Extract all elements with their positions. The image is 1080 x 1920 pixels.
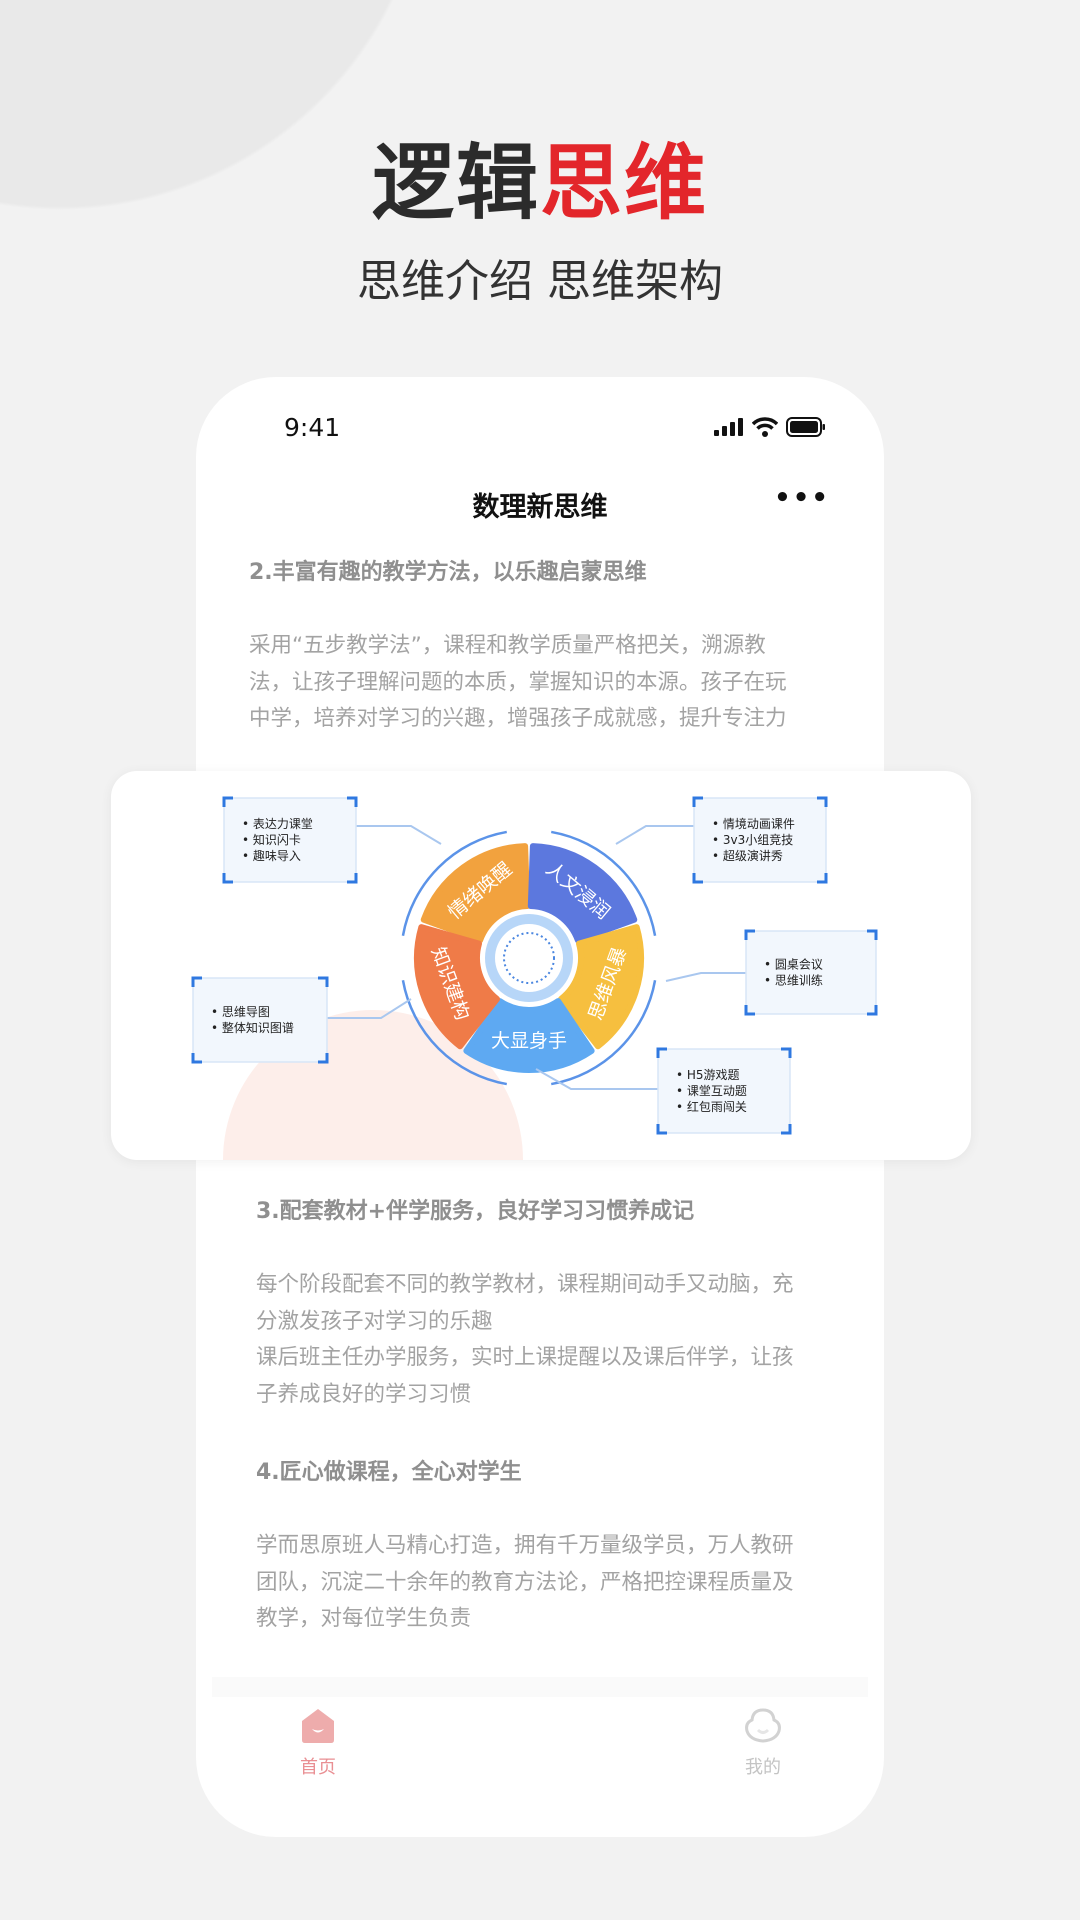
box-item: • 情境动画课件 <box>712 816 795 831</box>
connector-line <box>356 825 442 845</box>
section-heading: 3.配套教材+伴学服务，良好学习习惯养成记 <box>256 1199 695 1224</box>
hero-title-red: 思维 <box>540 136 709 231</box>
box-corner <box>692 796 703 807</box>
diagram-box <box>693 797 827 883</box>
paragraph-line: 团队，沉淀二十余年的教育方法论，严格把控课程质量及 <box>256 1569 794 1595</box>
wifi-icon <box>752 417 778 437</box>
battery-icon <box>786 417 825 437</box>
thinking-framework-diagram: 情绪唤醒人文浸润思维风暴大显身手知识建构• 表达力课堂• 知识闪卡• 趣味导入•… <box>191 796 878 1160</box>
box-corner <box>781 1047 792 1058</box>
diagram-box <box>192 977 328 1063</box>
diagram-card: 情绪唤醒人文浸润思维风暴大显身手知识建构• 表达力课堂• 知识闪卡• 趣味导入•… <box>111 771 971 1160</box>
box-item: • 思维导图 <box>211 1005 270 1019</box>
paragraph-line: 中学，培养对学习的兴趣，增强孩子成就感，提升专注力 <box>249 706 787 731</box>
box-corner <box>781 1124 792 1135</box>
paragraph-line: 子养成良好的学习习惯 <box>256 1381 472 1407</box>
tab-home[interactable]: 首页 <box>278 1707 358 1779</box>
more-button[interactable]: ••• <box>774 483 830 513</box>
box-corner <box>656 1047 667 1058</box>
connector-line <box>615 825 694 845</box>
box-corner <box>191 976 202 987</box>
signal-icon <box>714 418 743 436</box>
outer-arc <box>551 830 657 936</box>
hero-title-dark: 逻辑 <box>371 136 540 231</box>
diagram-box <box>657 1048 791 1134</box>
diagram-segment <box>558 924 644 1050</box>
diagram-segment <box>420 843 531 944</box>
box-corner <box>191 1053 202 1064</box>
tab-home-label: 首页 <box>300 1757 336 1778</box>
tab-mine[interactable]: 我的 <box>723 1707 803 1779</box>
outer-arc <box>401 830 507 936</box>
box-corner <box>744 929 755 940</box>
box-corner <box>867 929 878 940</box>
paragraph-line: 课后班主任办学服务，实时上课提醒以及课后伴学，让孩 <box>256 1345 794 1370</box>
box-item: • H5游戏题 <box>676 1068 740 1082</box>
box-corner <box>817 796 828 807</box>
paragraph-line: 分激发孩子对学习的乐趣 <box>256 1308 493 1334</box>
box-item: • 红包雨闯关 <box>676 1099 747 1114</box>
box-item: • 知识闪卡 <box>242 833 301 847</box>
section-materials: 3.配套教材+伴学服务，良好学习习惯养成记 每个阶段配套不同的教学教材，课程期间… <box>256 1194 846 1413</box>
section-heading: 2.丰富有趣的教学方法，以乐趣启蒙思维 <box>249 560 647 585</box>
box-item: • 超级演讲秀 <box>712 848 783 863</box>
status-icons <box>714 417 826 437</box>
box-item: • 课堂互动题 <box>676 1084 747 1098</box>
center-dotted-ring <box>503 932 555 984</box>
hero-subtitle: 思维介绍 思维架构 <box>357 256 723 307</box>
paragraph-line: 法，让孩子理解问题的本质，掌握知识的本源。孩子在玩 <box>249 669 787 695</box>
connector-line <box>665 972 746 982</box>
home-icon <box>302 1709 334 1743</box>
box-item: • 趣味导入 <box>242 848 301 863</box>
section-heading: 4.匠心做课程，全心对学生 <box>256 1460 522 1485</box>
box-item: • 思维训练 <box>764 973 823 988</box>
box-corner <box>347 796 358 807</box>
outer-arc <box>551 980 657 1086</box>
box-corner <box>347 873 358 884</box>
box-item: • 圆桌会议 <box>764 958 823 972</box>
hero-title: 逻辑思维 <box>0 136 1080 232</box>
diagram-segment <box>463 998 595 1073</box>
section-teaching-method: 2.丰富有趣的教学方法，以乐趣启蒙思维 采用“五步教学法”，课程和教学质量严格把… <box>249 555 839 738</box>
paragraph-line: 每个阶段配套不同的教学教材，课程期间动手又动脑，充 <box>256 1272 794 1297</box>
paragraph-line: 教学，对每位学生负责 <box>256 1606 472 1631</box>
box-item: • 整体知识图谱 <box>211 1020 294 1035</box>
nav-title: 数理新思维 <box>472 492 608 523</box>
box-corner <box>692 873 703 884</box>
diagram-box <box>223 797 357 883</box>
box-corner <box>656 1124 667 1135</box>
box-corner <box>222 873 233 884</box>
connector-line <box>535 1068 658 1090</box>
outer-arc <box>401 980 507 1086</box>
diagram-box <box>745 930 877 1015</box>
diagram-segment <box>527 843 638 944</box>
box-corner <box>318 1053 329 1064</box>
diagram-segment <box>414 924 500 1050</box>
paragraph-line: 采用“五步教学法”，课程和教学质量严格把关，溯源教 <box>249 633 766 658</box>
box-corner <box>318 976 329 987</box>
segment-label: 大显身手 <box>491 1030 567 1052</box>
box-corner <box>867 1005 878 1016</box>
tab-bar-divider <box>212 1677 868 1697</box>
box-corner <box>222 796 233 807</box>
section-craftsmanship: 4.匠心做课程，全心对学生 学而思原班人马精心打造，拥有千万量级学员，万人教研 … <box>256 1455 846 1638</box>
box-item: • 3v3小组竞技 <box>712 833 793 847</box>
box-item: • 表达力课堂 <box>242 817 313 831</box>
box-corner <box>817 873 828 884</box>
connector-line <box>327 998 412 1019</box>
paragraph-line: 学而思原班人马精心打造，拥有千万量级学员，万人教研 <box>256 1533 794 1558</box>
profile-icon <box>745 1708 781 1743</box>
box-corner <box>744 1005 755 1016</box>
status-time: 9:41 <box>284 413 341 442</box>
tab-mine-label: 我的 <box>745 1757 781 1778</box>
center-core <box>495 924 563 992</box>
